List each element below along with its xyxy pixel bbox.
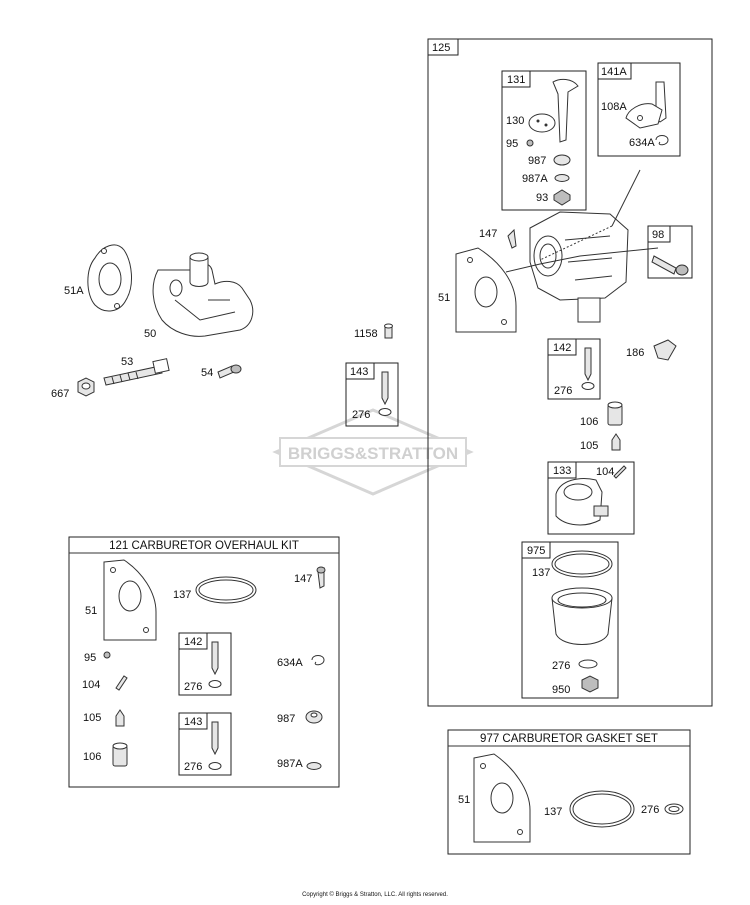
label-276-kit977: 276 xyxy=(641,804,659,816)
label-1158: 1158 xyxy=(354,328,378,340)
label-975: 975 xyxy=(527,545,545,557)
part-51A-gasket xyxy=(87,244,132,312)
label-51A: 51A xyxy=(64,285,84,297)
label-130: 130 xyxy=(506,115,524,127)
label-634A-kit121: 634A xyxy=(277,657,303,669)
label-104-asm: 104 xyxy=(596,466,614,478)
label-54: 54 xyxy=(201,367,213,379)
part-53-stud xyxy=(103,358,170,386)
kit-121-title: 121 CARBURETOR OVERHAUL KIT xyxy=(109,540,299,552)
part-54-screw xyxy=(217,364,242,379)
label-987A-asm: 987A xyxy=(522,173,548,185)
label-106-asm: 106 xyxy=(580,416,598,428)
watermark-text: BRIGGS&STRATTON xyxy=(288,444,458,463)
label-137-asm: 137 xyxy=(532,567,550,579)
label-137-kit977: 137 xyxy=(544,806,562,818)
label-143-kit121: 143 xyxy=(184,716,202,728)
label-276-kit121-143: 276 xyxy=(184,761,202,773)
watermark: BRIGGS&STRATTON xyxy=(272,408,474,496)
label-133: 133 xyxy=(553,465,571,477)
label-108A: 108A xyxy=(601,101,627,113)
label-147-asm: 147 xyxy=(479,228,497,240)
label-950: 950 xyxy=(552,684,570,696)
kit-977-carburetor-gasket-set: 977 CARBURETOR GASKET SET 51 137 276 xyxy=(447,729,691,855)
assembly-125-title: 125 xyxy=(432,42,450,54)
label-276-main: 276 xyxy=(352,409,370,421)
label-93: 93 xyxy=(536,192,548,204)
label-987A-kit121: 987A xyxy=(277,758,303,770)
label-98: 98 xyxy=(652,229,664,241)
label-106-kit121: 106 xyxy=(83,751,101,763)
label-667: 667 xyxy=(51,388,69,400)
label-276-asm142: 276 xyxy=(554,385,572,397)
label-143-main: 143 xyxy=(350,366,368,378)
label-51-kit121: 51 xyxy=(85,605,97,617)
label-95-kit121: 95 xyxy=(84,652,96,664)
part-50-intake-manifold xyxy=(152,252,254,337)
label-95-asm: 95 xyxy=(506,138,518,150)
label-147-kit121: 147 xyxy=(294,573,312,585)
kit-977-title: 977 CARBURETOR GASKET SET xyxy=(480,733,658,745)
part-667-nut xyxy=(77,377,95,397)
label-53: 53 xyxy=(121,356,133,368)
label-142-kit121: 142 xyxy=(184,636,202,648)
label-142-asm: 142 xyxy=(553,342,571,354)
copyright-text: Copyright © Briggs & Stratton, LLC. All … xyxy=(302,891,448,898)
kit-121-carburetor-overhaul: 121 CARBURETOR OVERHAUL KIT 51 137 147 1… xyxy=(68,536,340,788)
label-987-kit121: 987 xyxy=(277,713,295,725)
label-276-asm975: 276 xyxy=(552,660,570,672)
label-276-kit121-142: 276 xyxy=(184,681,202,693)
label-987-asm: 987 xyxy=(528,155,546,167)
part-1158-fitting xyxy=(384,323,393,339)
assembly-125: 125 131 130 95 987 987A 93 141A 108A 634… xyxy=(427,38,713,707)
label-186: 186 xyxy=(626,347,644,359)
label-141A: 141A xyxy=(601,66,627,78)
label-104-kit121: 104 xyxy=(82,679,100,691)
label-105-kit121: 105 xyxy=(83,712,101,724)
label-50: 50 xyxy=(144,328,156,340)
label-105-asm: 105 xyxy=(580,440,598,452)
label-51-asm: 51 xyxy=(438,292,450,304)
label-51-kit977: 51 xyxy=(458,794,470,806)
label-131: 131 xyxy=(507,74,525,86)
group-143-main: 143 276 xyxy=(345,362,399,427)
label-137-kit121: 137 xyxy=(173,589,191,601)
label-634A-asm: 634A xyxy=(629,137,655,149)
